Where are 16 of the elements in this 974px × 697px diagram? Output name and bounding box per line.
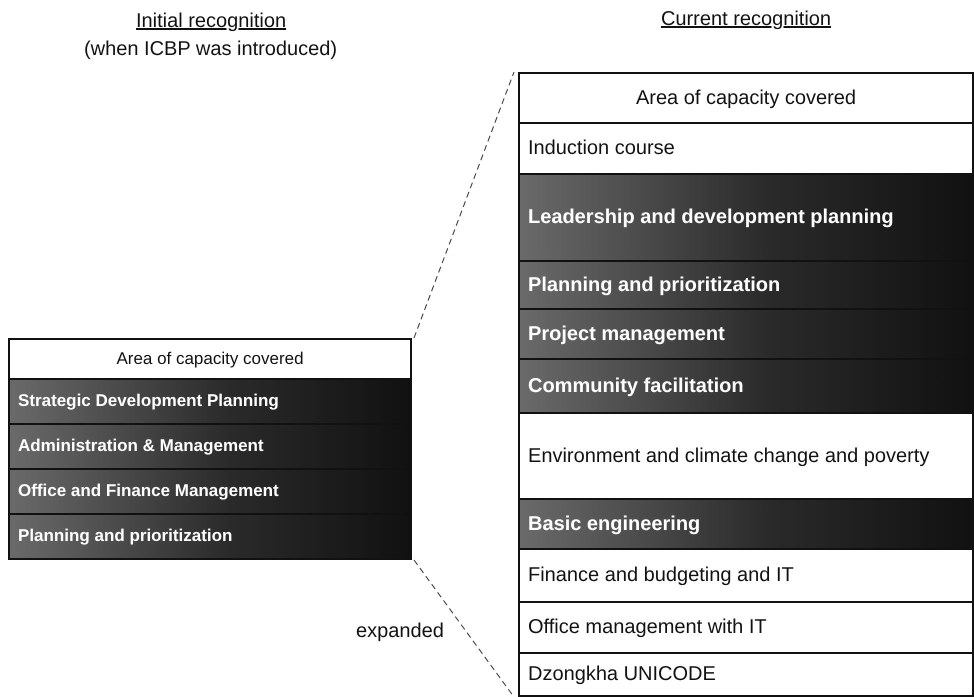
annotation-text: expanded <box>356 620 444 643</box>
dashed-line <box>414 72 514 338</box>
shaded-cell: Planning and prioritization <box>10 515 410 560</box>
shaded-cell: Strategic Development Planning <box>10 380 410 425</box>
shaded-cell: Community facilitation <box>520 360 972 414</box>
shaded-cell: Office and Finance Management <box>10 470 410 515</box>
shaded-cell: Leadership and development planning <box>520 175 972 262</box>
shaded-cell: Administration & Management <box>10 425 410 470</box>
shaded-cell: Planning and prioritization <box>520 262 972 310</box>
annotation-text: (when ICBP was introduced) <box>84 38 338 61</box>
table-heading: Current recognition <box>660 8 832 30</box>
table <box>8 338 412 560</box>
shaded-cell: Project management <box>520 310 972 360</box>
annotation-text: Initial recognition <box>136 10 286 33</box>
shaded-cell: Basic engineering <box>520 500 972 550</box>
dashed-line <box>414 560 514 697</box>
